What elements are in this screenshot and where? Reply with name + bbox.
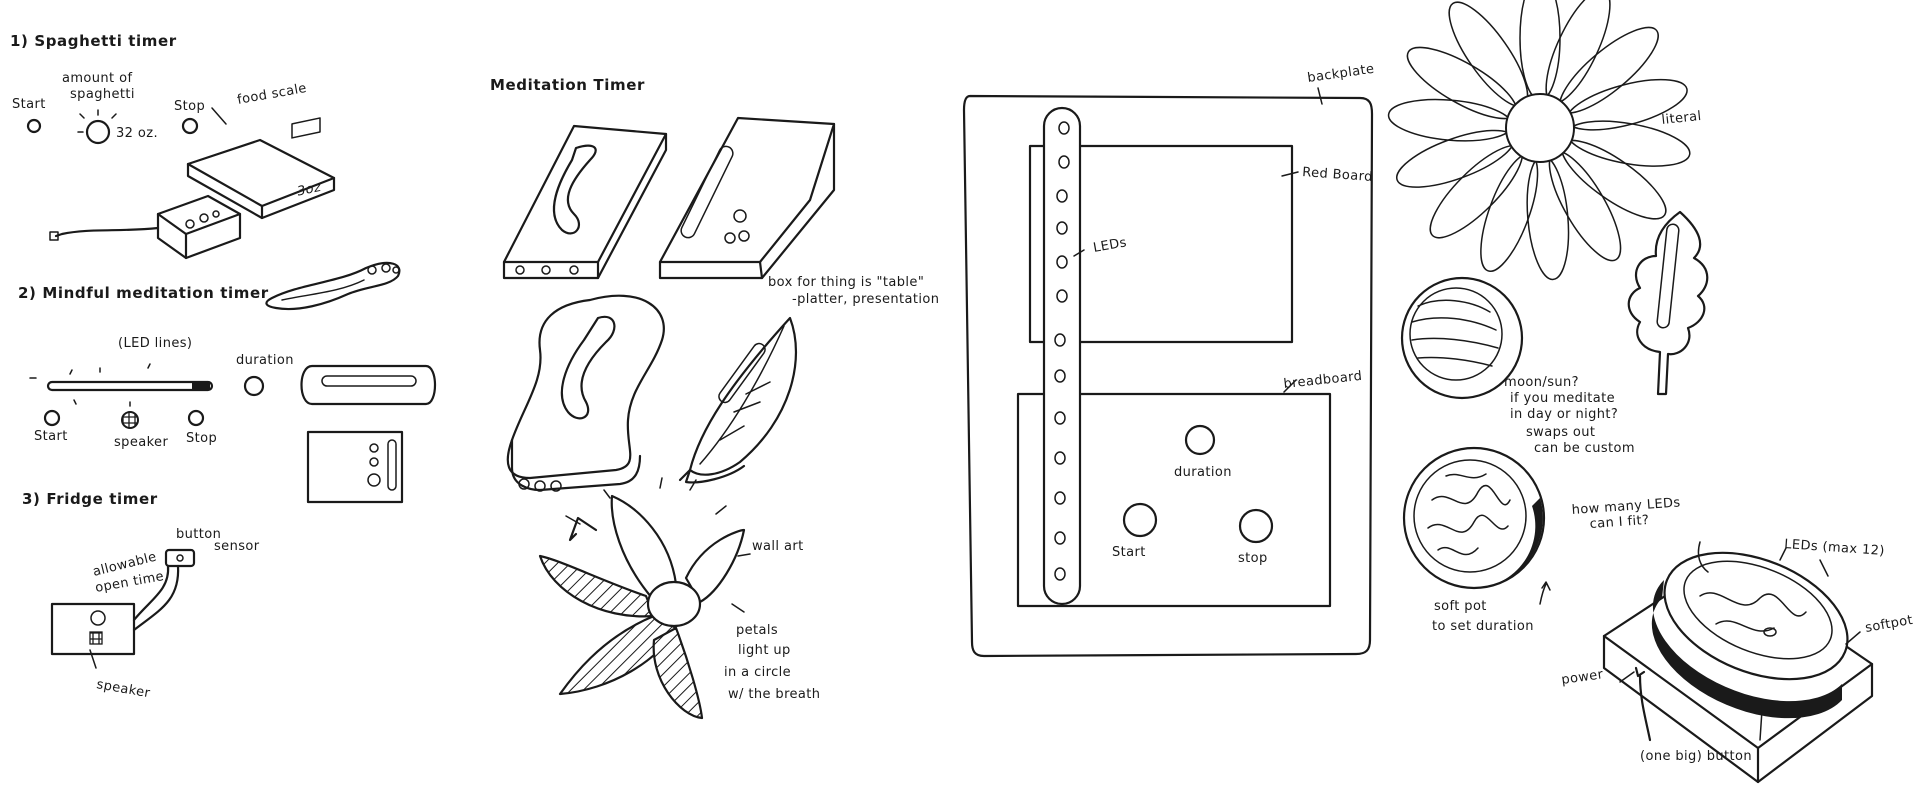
leds-label: LEDs bbox=[1092, 235, 1128, 256]
petals-label-2: light up bbox=[738, 643, 791, 658]
moon-label-2: if you meditate bbox=[1510, 391, 1615, 406]
mindful-duration-label: duration bbox=[236, 353, 294, 368]
box-note-1: box for thing is "table" bbox=[768, 275, 924, 290]
meditation-title: Meditation Timer bbox=[490, 76, 645, 94]
petals-label-3: in a circle bbox=[724, 665, 791, 680]
wall-art-label: wall art bbox=[752, 539, 804, 554]
leaf-device-icon bbox=[678, 316, 797, 484]
howmany-label-2: can I fit? bbox=[1589, 513, 1650, 532]
led-line-icon bbox=[46, 380, 214, 392]
organic-device-icon bbox=[506, 294, 665, 492]
led-dots bbox=[1054, 121, 1070, 581]
flower-wall-art-icon bbox=[538, 477, 751, 720]
softpot-side-label: softpot bbox=[1864, 613, 1914, 636]
one-big-button-label: (one big) button bbox=[1640, 749, 1752, 764]
mindful-start-button-icon bbox=[43, 409, 61, 427]
led-strip-icon bbox=[1042, 106, 1082, 606]
spaghetti-title: 1) Spaghetti timer bbox=[10, 32, 177, 50]
backplate-outline-icon bbox=[962, 94, 1374, 658]
spaghetti-stop-label: Stop bbox=[174, 99, 205, 114]
daisy-icon bbox=[1387, 0, 1691, 281]
food-scale-icon: 3oz bbox=[186, 117, 336, 220]
literal-label: literal bbox=[1661, 109, 1702, 128]
backplate-label: backplate bbox=[1306, 62, 1375, 86]
dial-ticks-icon bbox=[77, 109, 117, 133]
mindful-duration-dial-icon bbox=[243, 375, 265, 397]
fridge-button-label: button bbox=[176, 527, 221, 542]
redboard-label: Red Board bbox=[1302, 165, 1374, 185]
power-label: power bbox=[1560, 667, 1604, 688]
board-stop-label: stop bbox=[1238, 551, 1268, 566]
mindful-speaker-label: speaker bbox=[114, 435, 168, 450]
3d-timer-device-icon bbox=[1602, 541, 1874, 784]
board-stop-button-icon bbox=[1238, 508, 1274, 544]
mindful-stop-label: Stop bbox=[186, 431, 217, 446]
box-note-2: -platter, presentation bbox=[792, 292, 939, 307]
petals-label-1: petals bbox=[736, 623, 778, 638]
fridge-sensor-label: sensor bbox=[214, 539, 260, 554]
mindful-start-label: Start bbox=[34, 429, 68, 444]
fridge-device-icon bbox=[50, 602, 136, 656]
fridge-timer-sketch: 3) Fridge timer button sensor allowable … bbox=[22, 490, 260, 701]
spaghetti-start-label: Start bbox=[12, 97, 46, 112]
fridge-title: 3) Fridge timer bbox=[22, 490, 158, 508]
moon-label-1: moon/sun? bbox=[1504, 375, 1579, 390]
moon-label-5: can be custom bbox=[1534, 441, 1635, 456]
fridge-sensor-icon bbox=[164, 548, 196, 568]
board-duration-button-icon bbox=[1184, 424, 1216, 456]
start-button-icon bbox=[26, 118, 42, 134]
scale-display-label: 3oz bbox=[297, 180, 321, 200]
spaghetti-timer-box-icon bbox=[49, 194, 242, 260]
oz-label: 32 oz. bbox=[116, 126, 158, 141]
spaghetti-amount-label: amount of bbox=[62, 71, 132, 86]
right-concepts-sketch: literal moon/sun? if you meditate in day… bbox=[1387, 0, 1914, 784]
moon-label-3: in day or night? bbox=[1510, 407, 1618, 422]
softpot-disc-icon bbox=[1402, 446, 1551, 605]
petals-label-4: w/ the breath bbox=[728, 687, 820, 702]
food-scale-label: food scale bbox=[236, 81, 308, 108]
spaghetti-amount-label-2: spaghetti bbox=[70, 87, 135, 102]
amount-dial-icon bbox=[85, 119, 111, 145]
board-start-button-icon bbox=[1122, 502, 1158, 538]
redboard-rect-icon bbox=[1028, 144, 1294, 344]
backplate-diagram: backplate Red Board LEDs breadboard dura… bbox=[962, 62, 1375, 658]
device-box-icon bbox=[306, 430, 404, 504]
ledsmax-label: LEDs (max 12) bbox=[1784, 537, 1886, 559]
spaghetti-timer-sketch: 1) Spaghetti timer Start amount of spagh… bbox=[10, 32, 336, 260]
stop-button-icon bbox=[181, 117, 199, 135]
mindful-title: 2) Mindful meditation timer bbox=[18, 284, 269, 302]
fridge-speaker-label: speaker bbox=[95, 677, 151, 701]
mindful-timer-sketch: 2) Mindful meditation timer (LED lines) … bbox=[18, 261, 437, 504]
slanted-box-2-icon bbox=[658, 116, 836, 280]
oak-leaf-icon bbox=[1627, 210, 1709, 396]
slanted-box-1-icon bbox=[502, 124, 668, 280]
mindful-stop-button-icon bbox=[187, 409, 205, 427]
board-start-label: Start bbox=[1112, 545, 1146, 560]
softpot-label-1: soft pot bbox=[1434, 599, 1487, 614]
mindful-leaf-icon bbox=[265, 261, 401, 311]
led-lines-label: (LED lines) bbox=[118, 336, 192, 351]
moon-sun-disc-icon bbox=[1400, 276, 1525, 400]
board-duration-label: duration bbox=[1174, 465, 1232, 480]
meditation-timer-sketch: Meditation Timer box for thing is "table… bbox=[490, 76, 939, 720]
softpot-label-2: to set duration bbox=[1432, 619, 1534, 634]
moon-label-4: swaps out bbox=[1526, 425, 1595, 440]
mindful-speaker-icon bbox=[121, 411, 139, 429]
breadboard-rect-icon bbox=[1016, 392, 1332, 608]
